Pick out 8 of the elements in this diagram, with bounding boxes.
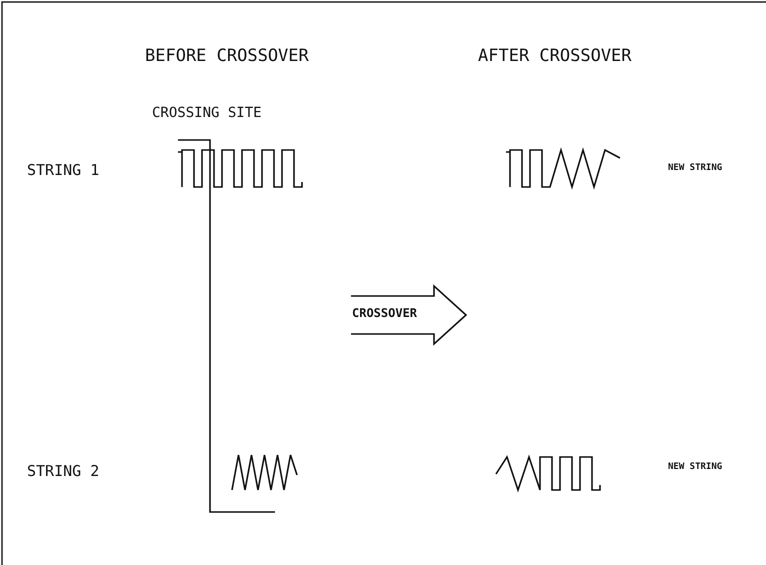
heading: BEFORE CROSSOVER bbox=[145, 48, 309, 65]
annotation: NEW STRING bbox=[668, 164, 722, 173]
row-label: STRING 1 bbox=[27, 163, 100, 178]
row-label: STRING 2 bbox=[27, 464, 100, 479]
annotation: NEW STRING bbox=[668, 463, 722, 472]
heading: AFTER CROSSOVER bbox=[478, 48, 632, 65]
arrow-label: CROSSOVER bbox=[352, 307, 418, 319]
annotation: CROSSING SITE bbox=[152, 106, 262, 120]
